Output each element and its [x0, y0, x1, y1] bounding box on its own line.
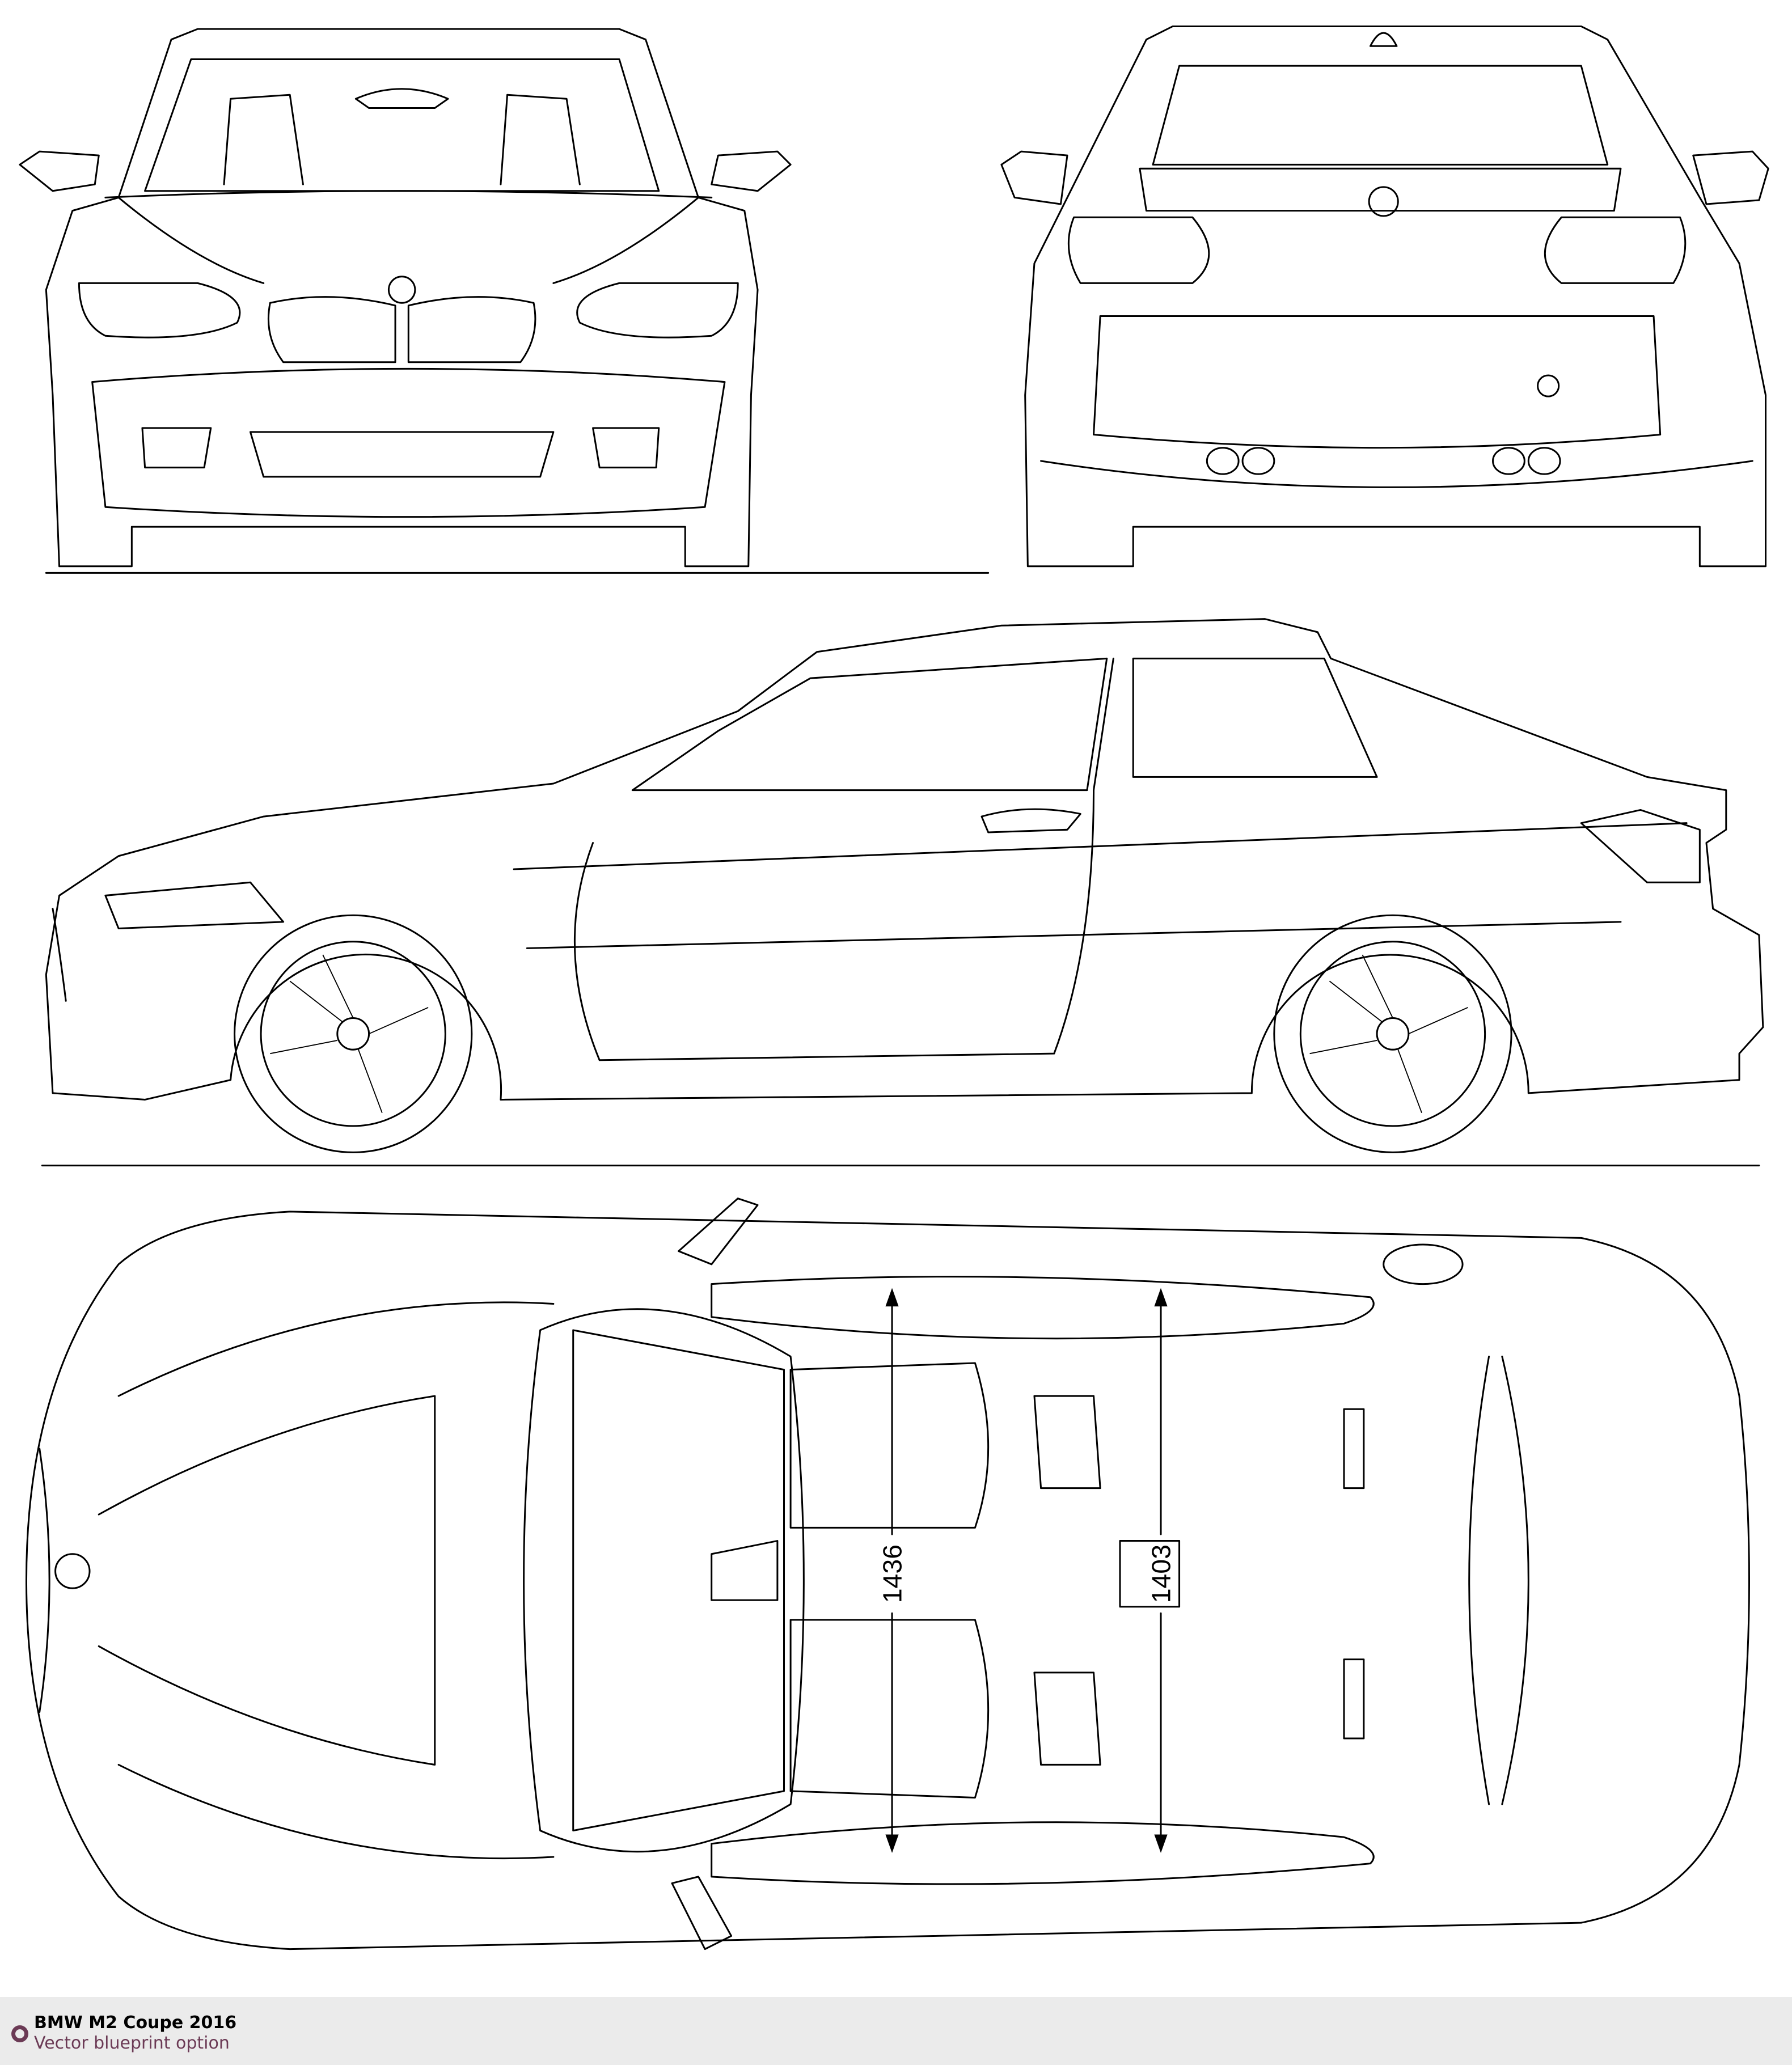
rear-view	[1000, 25, 1769, 568]
front-track-label: 1436	[877, 1544, 907, 1603]
rear-track-label: 1403	[1146, 1544, 1176, 1603]
side-view	[41, 618, 1764, 1167]
rear-track-dimension: 1403	[1146, 1288, 1176, 1854]
circle-logo-icon	[11, 2025, 28, 2042]
caption-title: BMW M2 Coupe 2016	[34, 2013, 237, 2033]
caption-bar: BMW M2 Coupe 2016 Vector blueprint optio…	[0, 1997, 1792, 2065]
caption-subtitle: Vector blueprint option	[34, 2033, 230, 2053]
front-track-dimension: 1436	[877, 1288, 907, 1854]
top-view: 1436 1403	[25, 1197, 1750, 1950]
front-view	[19, 28, 990, 574]
